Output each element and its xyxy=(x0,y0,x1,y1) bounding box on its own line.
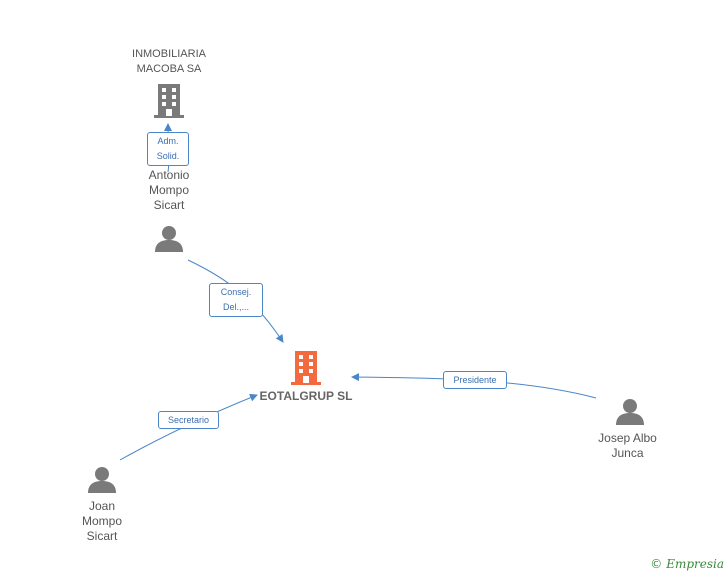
node-label-line: Mompo xyxy=(81,514,122,528)
building-icon[interactable] xyxy=(154,84,184,118)
edge-label-consej-del[interactable]: Consej. Del.,... xyxy=(209,283,263,317)
node-label-josep[interactable]: Josep Albo Junca xyxy=(580,431,675,461)
node-label-line: Sicart xyxy=(153,198,185,212)
node-label-line: Joan xyxy=(88,499,116,513)
edge-label-adm-solid[interactable]: Adm. Solid. xyxy=(147,132,189,166)
edge-label-line: Consej. xyxy=(220,287,252,297)
person-icon[interactable] xyxy=(155,226,183,252)
edge-label-presidente[interactable]: Presidente xyxy=(443,371,507,389)
edge-label-line: Adm. xyxy=(157,136,179,146)
node-label-line: Sicart xyxy=(86,529,118,543)
node-label-inmobiliaria[interactable]: INMOBILIARIA MACOBA SA xyxy=(119,47,219,77)
edge-label-line: Solid. xyxy=(156,151,180,161)
node-label-line: INMOBILIARIA xyxy=(132,48,206,60)
node-label-line: MACOBA SA xyxy=(136,63,202,75)
node-label-antonio[interactable]: Antonio Mompo Sicart xyxy=(124,168,214,213)
person-icon[interactable] xyxy=(88,467,116,493)
node-label-eotalgrup[interactable]: EOTALGRUP SL xyxy=(259,389,353,403)
copyright-symbol: © xyxy=(650,557,663,571)
node-label-line: Junca xyxy=(611,446,644,460)
node-label-joan[interactable]: Joan Mompo Sicart xyxy=(57,499,147,544)
node-label-line: Mompo xyxy=(148,183,189,197)
node-label-line: Antonio xyxy=(148,168,190,182)
person-icon[interactable] xyxy=(616,399,644,425)
main-company-building-icon[interactable] xyxy=(291,351,321,385)
empresia-watermark: ©Empresia xyxy=(650,557,724,571)
edge-label-secretario[interactable]: Secretario xyxy=(158,411,219,429)
node-label-line: Josep Albo xyxy=(598,431,657,445)
brand-logo: Empresia xyxy=(666,557,724,571)
edge-label-line: Del.,... xyxy=(222,302,249,312)
